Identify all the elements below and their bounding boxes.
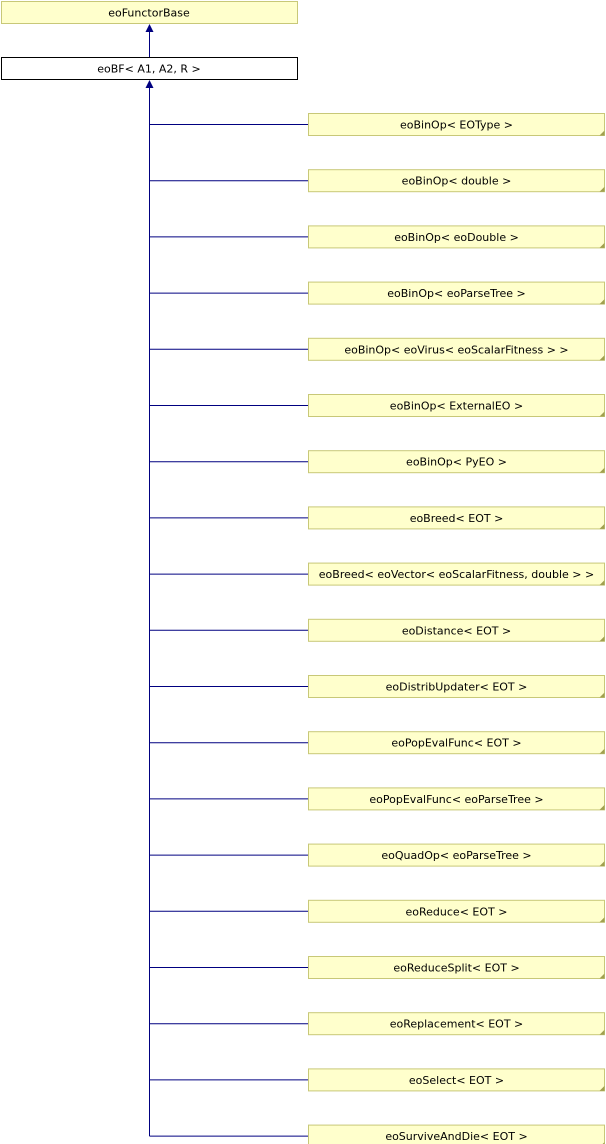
node-eoreducesplit-eot-box[interactable] bbox=[308, 956, 605, 979]
node-eobinop-eodouble-box[interactable] bbox=[308, 225, 605, 249]
node-eobinop-eodouble-fold-icon bbox=[599, 242, 605, 248]
node-eobinop-double-box[interactable] bbox=[308, 169, 605, 193]
node-eopopevalfunc-eoparsetree-fold-icon bbox=[599, 804, 605, 810]
node-eobreed-eovector-eoscalarfitness-double-label: eoBreed< eoVector< eoScalarFitness, doub… bbox=[319, 568, 594, 581]
node-eofunctorbase-label: eoFunctorBase bbox=[108, 7, 190, 20]
node-eoreduce-eot-box[interactable] bbox=[308, 899, 605, 923]
node-eobreed-eovector-eoscalarfitness-double[interactable]: eoBreed< eoVector< eoScalarFitness, doub… bbox=[308, 562, 605, 586]
node-eoreducesplit-eot[interactable]: eoReduceSplit< EOT > bbox=[308, 956, 605, 979]
node-eodistance-eot[interactable]: eoDistance< EOT > bbox=[308, 618, 605, 642]
node-eobf[interactable]: eoBF< A1, A2, R > bbox=[1, 57, 298, 80]
node-eopopevalfunc-eoparsetree-box[interactable] bbox=[308, 787, 605, 811]
node-eoquadop-eoparsetree[interactable]: eoQuadOp< eoParseTree > bbox=[308, 843, 605, 867]
node-eopopevalfunc-eoparsetree[interactable]: eoPopEvalFunc< eoParseTree > bbox=[308, 787, 605, 811]
node-eoselect-eot-fold-icon bbox=[599, 1085, 605, 1091]
node-eoreduce-eot-label: eoReduce< EOT > bbox=[406, 905, 508, 918]
node-eobinop-pyeo-fold-icon bbox=[599, 467, 605, 473]
node-eoreducesplit-eot-label: eoReduceSplit< EOT > bbox=[393, 962, 519, 975]
node-eobreed-eot-box[interactable] bbox=[308, 506, 605, 530]
node-eobreed-eot-label: eoBreed< EOT > bbox=[410, 512, 504, 525]
node-eodistribupdater-eot[interactable]: eoDistribUpdater< EOT > bbox=[308, 675, 605, 698]
node-eoquadop-eoparsetree-box[interactable] bbox=[308, 843, 605, 867]
node-eobinop-eotype-label: eoBinOp< EOType > bbox=[400, 119, 513, 132]
node-eodistribupdater-eot-box[interactable] bbox=[308, 675, 605, 698]
node-eodistribupdater-eot-fold-icon bbox=[599, 692, 605, 698]
node-eoreducesplit-eot-fold-icon bbox=[599, 973, 605, 979]
node-eopopevalfunc-eot-label: eoPopEvalFunc< EOT > bbox=[391, 737, 521, 750]
node-eobinop-externaleo[interactable]: eoBinOp< ExternalEO > bbox=[308, 394, 605, 417]
node-eodistance-eot-label: eoDistance< EOT > bbox=[402, 624, 511, 637]
node-eodistance-eot-fold-icon bbox=[599, 636, 605, 642]
derived-class-nodes: eoBinOp< EOType > eoBinOp< double > eoBinO… bbox=[308, 113, 605, 1144]
node-eobf-box[interactable] bbox=[1, 57, 298, 80]
node-eoreplacement-eot[interactable]: eoReplacement< EOT > bbox=[308, 1012, 605, 1036]
node-eoselect-eot[interactable]: eoSelect< EOT > bbox=[308, 1068, 605, 1092]
node-eosurviveanddie-eot[interactable]: eoSurviveAndDie< EOT > bbox=[308, 1124, 605, 1144]
node-eobinop-eoparsetree[interactable]: eoBinOp< eoParseTree > bbox=[308, 281, 605, 305]
node-eobreed-eovector-eoscalarfitness-double-fold-icon bbox=[599, 580, 605, 586]
node-eoselect-eot-label: eoSelect< EOT > bbox=[409, 1074, 504, 1087]
node-eobinop-eovirus-eoscalarfitness-box[interactable] bbox=[308, 337, 605, 361]
node-eobinop-externaleo-label: eoBinOp< ExternalEO > bbox=[390, 400, 523, 413]
node-eofunctorbase[interactable]: eoFunctorBase bbox=[1, 1, 298, 24]
node-eoreplacement-eot-box[interactable] bbox=[308, 1012, 605, 1036]
node-eopopevalfunc-eot-box[interactable] bbox=[308, 731, 605, 755]
node-eobinop-eovirus-eoscalarfitness-fold-icon bbox=[599, 355, 605, 361]
node-eobinop-externaleo-fold-icon bbox=[599, 411, 605, 417]
node-eoreplacement-eot-label: eoReplacement< EOT > bbox=[390, 1018, 524, 1031]
node-eopopevalfunc-eot-fold-icon bbox=[599, 748, 605, 754]
node-eobinop-eoparsetree-label: eoBinOp< eoParseTree > bbox=[387, 287, 525, 300]
node-eobinop-pyeo-box[interactable] bbox=[308, 450, 605, 474]
node-eobf-label: eoBF< A1, A2, R > bbox=[97, 63, 200, 76]
node-eobinop-eovirus-eoscalarfitness-label: eoBinOp< eoVirus< eoScalarFitness > > bbox=[344, 343, 568, 356]
node-eobinop-eoparsetree-box[interactable] bbox=[308, 281, 605, 305]
node-eobinop-eotype-box[interactable] bbox=[308, 113, 605, 136]
node-eoreduce-eot[interactable]: eoReduce< EOT > bbox=[308, 899, 605, 923]
node-eobreed-eot[interactable]: eoBreed< EOT > bbox=[308, 506, 605, 530]
node-eobreed-eovector-eoscalarfitness-double-box[interactable] bbox=[308, 562, 605, 586]
node-eoquadop-eoparsetree-fold-icon bbox=[599, 861, 605, 867]
node-eobinop-eoparsetree-fold-icon bbox=[599, 299, 605, 305]
node-eoselect-eot-box[interactable] bbox=[308, 1068, 605, 1092]
node-eobinop-eotype-fold-icon bbox=[599, 130, 605, 136]
node-eobreed-eot-fold-icon bbox=[599, 523, 605, 529]
inheritance-edges bbox=[145, 24, 309, 1137]
node-eoquadop-eoparsetree-label: eoQuadOp< eoParseTree > bbox=[381, 849, 531, 862]
node-eobinop-eovirus-eoscalarfitness[interactable]: eoBinOp< eoVirus< eoScalarFitness > > bbox=[308, 337, 605, 361]
node-eopopevalfunc-eoparsetree-label: eoPopEvalFunc< eoParseTree > bbox=[369, 793, 543, 806]
node-eobinop-double-fold-icon bbox=[599, 186, 605, 192]
node-eobinop-double[interactable]: eoBinOp< double > bbox=[308, 169, 605, 193]
node-eoreplacement-eot-fold-icon bbox=[599, 1029, 605, 1035]
node-eobinop-pyeo-label: eoBinOp< PyEO > bbox=[406, 456, 507, 469]
node-eobinop-externaleo-box[interactable] bbox=[308, 394, 605, 417]
node-eofunctorbase-box[interactable] bbox=[1, 1, 298, 24]
node-eobinop-eodouble-label: eoBinOp< eoDouble > bbox=[394, 231, 519, 244]
node-eosurviveanddie-eot-box[interactable] bbox=[308, 1124, 605, 1144]
node-eoreduce-eot-fold-icon bbox=[599, 917, 605, 923]
node-eopopevalfunc-eot[interactable]: eoPopEvalFunc< EOT > bbox=[308, 731, 605, 755]
node-eobinop-double-label: eoBinOp< double > bbox=[402, 175, 512, 188]
node-eobinop-eodouble[interactable]: eoBinOp< eoDouble > bbox=[308, 225, 605, 249]
node-eodistance-eot-box[interactable] bbox=[308, 618, 605, 642]
node-eobinop-eotype[interactable]: eoBinOp< EOType > bbox=[308, 113, 605, 136]
node-eosurviveanddie-eot-label: eoSurviveAndDie< EOT > bbox=[385, 1130, 527, 1143]
node-eobinop-pyeo[interactable]: eoBinOp< PyEO > bbox=[308, 450, 605, 474]
node-eodistribupdater-eot-label: eoDistribUpdater< EOT > bbox=[386, 681, 528, 694]
